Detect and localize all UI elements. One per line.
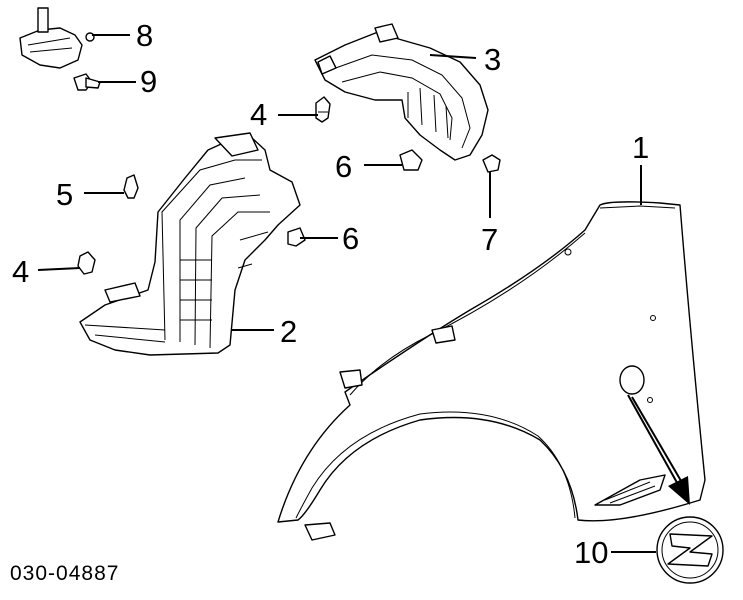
- callout-8: 8: [136, 18, 153, 53]
- clip-9-part: [73, 73, 101, 91]
- fuel-door-recess: [619, 365, 645, 395]
- callout-1: 1: [632, 130, 649, 165]
- diagram-reference-code: 030-04887: [10, 562, 119, 585]
- callout-numbers: 8 9 3 4 5 4 6 6 7 1 2 10: [12, 18, 649, 570]
- callout-9: 9: [140, 64, 157, 99]
- clip-4-upper-part: [315, 96, 331, 123]
- clip-4-lower-part: [77, 251, 96, 275]
- callout-6-upper: 6: [335, 149, 352, 184]
- emblem-location-arrow: [627, 394, 690, 505]
- emblem-part: [656, 516, 724, 584]
- bracket-part: [19, 7, 95, 69]
- callout-7: 7: [481, 222, 498, 257]
- clip-6-upper-part: [399, 149, 423, 171]
- front-fender-part: [277, 201, 706, 541]
- leader-lines: [37, 34, 656, 553]
- callout-3: 3: [484, 42, 501, 77]
- nut-7-part: [482, 154, 501, 173]
- clip-6-lower-part: [287, 227, 306, 247]
- clip-5-part: [123, 174, 139, 199]
- callout-2: 2: [280, 314, 297, 349]
- callout-4-lower: 4: [12, 254, 29, 289]
- callout-6-lower: 6: [342, 221, 359, 256]
- callout-5: 5: [56, 177, 73, 212]
- fender-protector-rear-part: [314, 23, 489, 161]
- callout-4-upper: 4: [250, 97, 267, 132]
- callout-10: 10: [574, 535, 608, 570]
- fender-protector-front-part: [79, 132, 301, 356]
